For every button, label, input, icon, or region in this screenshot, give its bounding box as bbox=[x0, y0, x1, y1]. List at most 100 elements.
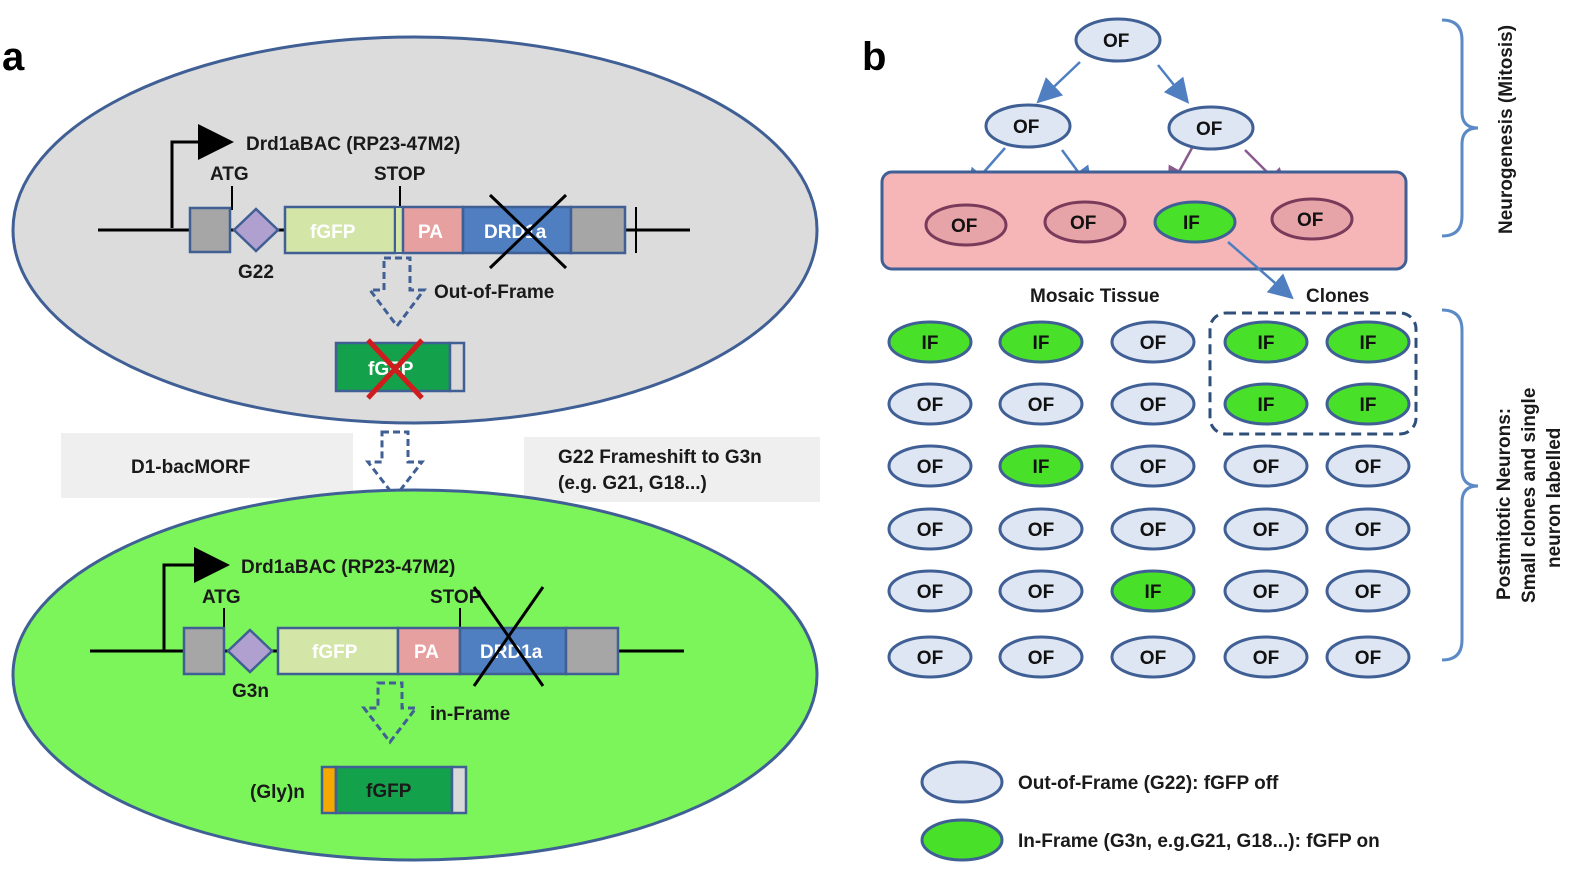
middle-dashed-arrow bbox=[364, 430, 426, 500]
top-promoter-label: Drd1aBAC (RP23-47M2) bbox=[246, 134, 460, 155]
bottom-grey-box-left bbox=[182, 626, 226, 676]
bottom-product-box bbox=[334, 765, 454, 815]
bottom-gly-box bbox=[320, 765, 338, 815]
neuron-label: OF bbox=[1253, 520, 1279, 541]
top-pa-box bbox=[401, 205, 465, 255]
top-g22-diamond bbox=[232, 207, 280, 253]
neuron-out-of-frame bbox=[1110, 635, 1196, 679]
bottom-product-tail bbox=[450, 765, 468, 815]
neuron-out-of-frame bbox=[1223, 569, 1309, 613]
neuron-out-of-frame bbox=[1110, 507, 1196, 551]
middle-left-box bbox=[61, 433, 353, 498]
middle-right-line2: (e.g. G21, G18...) bbox=[558, 473, 707, 494]
bottom-atg-label: ATG bbox=[202, 587, 241, 608]
bottom-note-in-frame: in-Frame bbox=[430, 704, 510, 725]
top-product-tail bbox=[448, 341, 466, 393]
neuron-label: OF bbox=[1355, 457, 1381, 478]
bottom-g3n-label: G3n bbox=[232, 681, 269, 702]
mosaic-tissue-label: Mosaic Tissue bbox=[1030, 286, 1160, 307]
neuron-out-of-frame bbox=[887, 635, 973, 679]
top-fgfp-box bbox=[283, 205, 397, 255]
neuron-out-of-frame bbox=[887, 444, 973, 488]
tree-node-l2-2-text: OF bbox=[1070, 213, 1096, 234]
neuron-out-of-frame bbox=[998, 569, 1084, 613]
bracket-postmitotic-line2: Small clones and single bbox=[1519, 388, 1540, 603]
neuron-out-of-frame bbox=[998, 382, 1084, 426]
bottom-grey-box-right bbox=[564, 626, 620, 676]
neuron-out-of-frame bbox=[1223, 635, 1309, 679]
neuron-out-of-frame bbox=[1223, 444, 1309, 488]
neuron-label: IF bbox=[1258, 333, 1275, 354]
neuron-label: OF bbox=[1140, 648, 1166, 669]
tree-node-l2-3 bbox=[1153, 200, 1237, 244]
neuron-out-of-frame bbox=[1223, 507, 1309, 551]
neuron-label: OF bbox=[1140, 457, 1166, 478]
neuron-out-of-frame bbox=[1325, 635, 1411, 679]
neuron-label: IF bbox=[922, 333, 939, 354]
top-stop-label: STOP bbox=[374, 164, 426, 185]
bottom-pa-text: PA bbox=[414, 642, 439, 663]
bottom-dashed-arrow bbox=[360, 681, 420, 745]
neuron-label: IF bbox=[1145, 582, 1162, 603]
tree-node-l1-right-text: OF bbox=[1196, 119, 1222, 140]
legend-of-swatch bbox=[920, 760, 1004, 804]
panel-a-label: a bbox=[2, 35, 25, 79]
tree-node-l1-left bbox=[984, 103, 1072, 149]
neuron-label: OF bbox=[1028, 395, 1054, 416]
bottom-pa-box bbox=[396, 626, 462, 676]
neuron-label: IF bbox=[1033, 333, 1050, 354]
top-grey-box-left bbox=[188, 206, 232, 254]
neuron-label: OF bbox=[917, 582, 943, 603]
top-grey-box-right bbox=[569, 205, 627, 255]
neuron-label: OF bbox=[1140, 395, 1166, 416]
neuron-label: OF bbox=[1253, 582, 1279, 603]
bracket-postmitotic-line1: Postmitotic Neurons: bbox=[1494, 408, 1515, 600]
neuron-out-of-frame bbox=[887, 569, 973, 613]
top-pa-text: PA bbox=[418, 222, 443, 243]
progenitor-box bbox=[880, 170, 1408, 271]
middle-right-box bbox=[524, 437, 820, 502]
neuron-label: OF bbox=[1355, 648, 1381, 669]
neuron-in-frame bbox=[1325, 382, 1411, 426]
neuron-out-of-frame bbox=[1110, 320, 1196, 364]
neuron-label: OF bbox=[1140, 333, 1166, 354]
bottom-drd1a-cross-2 bbox=[472, 586, 545, 687]
tree-node-l2-1 bbox=[924, 203, 1008, 247]
clones-label: Clones bbox=[1306, 286, 1369, 307]
tree-node-l2-1-text: OF bbox=[951, 216, 977, 237]
top-note-out-of-frame: Out-of-Frame bbox=[434, 282, 554, 303]
bracket-postmitotic-line3: neuron labelled bbox=[1544, 428, 1565, 568]
neuron-in-frame bbox=[1223, 382, 1309, 426]
neuron-label: IF bbox=[1360, 395, 1377, 416]
neuron-label: OF bbox=[1253, 648, 1279, 669]
top-drd1a-cross-2 bbox=[488, 193, 568, 270]
neuron-label: OF bbox=[1028, 582, 1054, 603]
legend-if-label: In-Frame (G3n, e.g.G21, G18...): fGFP on bbox=[1018, 831, 1380, 852]
neuron-out-of-frame bbox=[887, 382, 973, 426]
neuron-in-frame bbox=[998, 320, 1084, 364]
panel-b-label: b bbox=[862, 35, 886, 79]
neuron-out-of-frame bbox=[998, 635, 1084, 679]
neuron-in-frame bbox=[887, 320, 973, 364]
legend-if-swatch bbox=[920, 818, 1004, 862]
top-dashed-arrow bbox=[367, 256, 427, 329]
tree-arrow-root-right bbox=[1157, 64, 1190, 104]
neuron-label: OF bbox=[1028, 520, 1054, 541]
neuron-out-of-frame bbox=[887, 507, 973, 551]
neuron-in-frame bbox=[998, 444, 1084, 488]
tree-node-l1-left-text: OF bbox=[1013, 117, 1039, 138]
bracket-neurogenesis-label: Neurogenesis (Mitosis) bbox=[1496, 25, 1517, 234]
top-drd1a-box bbox=[461, 205, 573, 255]
neuron-label: OF bbox=[917, 395, 943, 416]
neuron-out-of-frame bbox=[998, 507, 1084, 551]
neuron-out-of-frame bbox=[1325, 444, 1411, 488]
tree-node-l2-4-text: OF bbox=[1297, 210, 1323, 231]
top-atg-label: ATG bbox=[210, 164, 249, 185]
neuron-in-frame bbox=[1325, 320, 1411, 364]
neuron-out-of-frame bbox=[1110, 382, 1196, 426]
neuron-label: OF bbox=[1355, 582, 1381, 603]
bottom-stop-label: STOP bbox=[430, 587, 482, 608]
middle-left-label: D1-bacMORF bbox=[131, 457, 250, 478]
